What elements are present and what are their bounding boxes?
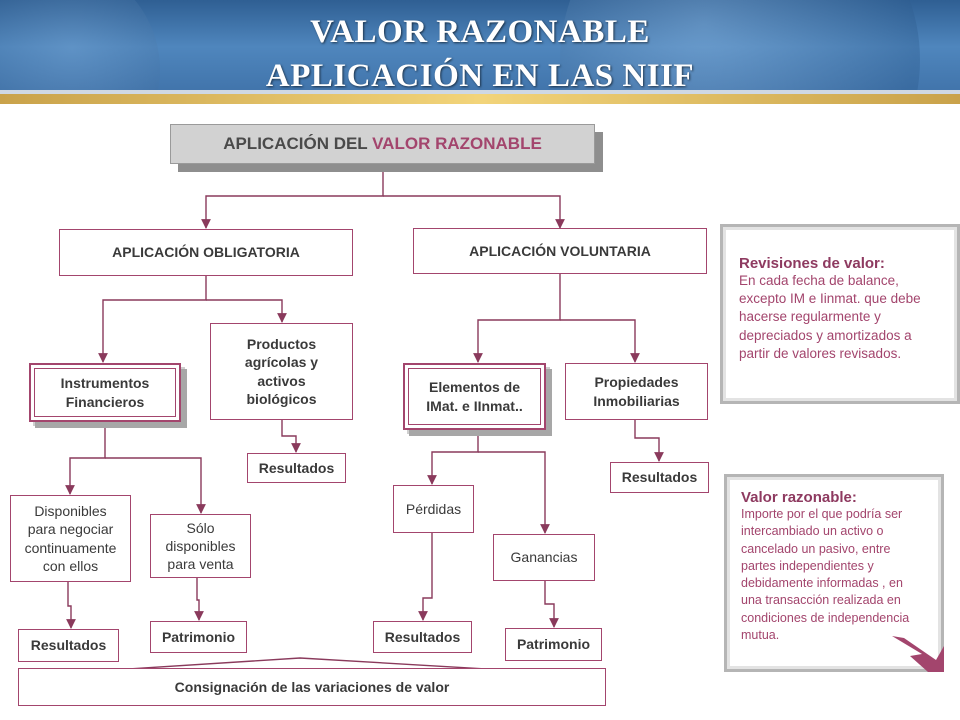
resultados-perdidas-box: Resultados: [373, 621, 472, 653]
aplicacion-obligatoria-box: APLICACIÓN OBLIGATORIA: [59, 229, 353, 276]
resultados-productos-box: Resultados: [247, 453, 346, 483]
disponibles-negociar-box: Disponibles para negociar continuamente …: [10, 495, 131, 582]
corner-arrow-graphic: [892, 636, 944, 672]
solo-disponibles-box: Sólo disponibles para venta: [150, 514, 251, 578]
top-box-prefix: APLICACIÓN DEL: [223, 133, 372, 155]
patrimonio-ganancias-box: Patrimonio: [505, 628, 602, 661]
consignacion-variaciones-box: Consignación de las variaciones de valor: [18, 668, 606, 706]
ganancias-box: Ganancias: [493, 534, 595, 581]
perdidas-box: Pérdidas: [393, 485, 474, 533]
top-box-accent: VALOR RAZONABLE: [372, 133, 542, 155]
aplicacion-valor-razonable-box: APLICACIÓN DEL VALOR RAZONABLE: [170, 124, 595, 164]
revisiones-de-valor-note: Revisiones de valor: En cada fecha de ba…: [720, 224, 960, 404]
resultados-disponibles-box: Resultados: [18, 629, 119, 662]
instrumentos-financieros-box: Instrumentos Financieros: [29, 363, 181, 422]
valor-note-body: Importe por el que podría ser intercambi…: [741, 506, 933, 644]
valor-note-title: Valor razonable:: [741, 489, 933, 506]
propiedades-inmobiliarias-box: Propiedades Inmobiliarias: [565, 363, 708, 420]
revisiones-note-body: En cada fecha de balance, excepto IM e I…: [739, 272, 943, 363]
aplicacion-voluntaria-box: APLICACIÓN VOLUNTARIA: [413, 228, 707, 274]
revisiones-note-title: Revisiones de valor:: [739, 255, 943, 272]
elementos-imat-iinmat-box: Elementos de IMat. e IInmat..: [403, 363, 546, 430]
resultados-propiedades-box: Resultados: [610, 462, 709, 493]
patrimonio-solo-box: Patrimonio: [150, 621, 247, 653]
productos-agricolas-box: Productos agrícolas y activos biológicos: [210, 323, 353, 420]
